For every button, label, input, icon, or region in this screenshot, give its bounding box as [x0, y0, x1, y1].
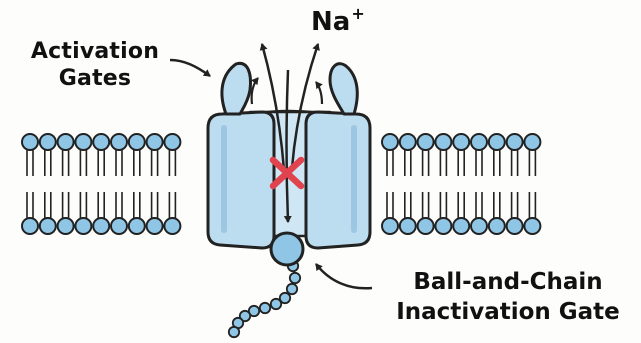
lipid-pair — [40, 134, 56, 234]
ion-label: Na+ — [311, 6, 365, 35]
lipid-head — [111, 134, 127, 150]
lipid-head — [58, 218, 74, 234]
channel-subunit-left — [208, 112, 274, 248]
lipid-pair — [489, 134, 505, 234]
lipid-head — [58, 134, 74, 150]
activation-gates-label-line2: Gates — [10, 68, 180, 90]
inactivation-chain — [229, 261, 300, 337]
channel-protein — [208, 111, 370, 248]
lipid-pair — [58, 134, 74, 234]
lipid-pair — [22, 134, 38, 234]
lipid-head — [22, 218, 38, 234]
activation-gate-right — [330, 64, 357, 114]
lipid-head — [147, 218, 163, 234]
lipid-head — [400, 134, 416, 150]
lipid-head — [93, 218, 109, 234]
activation-gates-label: Activation Gates — [10, 41, 180, 90]
lipid-head — [418, 134, 434, 150]
lipid-head — [453, 134, 469, 150]
lipid-head — [507, 134, 523, 150]
lipid-pair — [93, 134, 109, 234]
lipid-pair — [453, 134, 469, 234]
lipid-pair — [471, 134, 487, 234]
lipid-head — [489, 134, 505, 150]
gate-open-arrow-left — [252, 78, 258, 104]
lipid-pair — [507, 134, 523, 234]
inactivation-gate-label-line2: Inactivation Gate — [380, 301, 636, 324]
ion-symbol: Na — [311, 7, 350, 37]
inactivation-ball — [271, 233, 303, 265]
inactivation-gate-label: Ball-and-Chain Inactivation Gate — [380, 271, 636, 324]
ion-charge: + — [351, 4, 364, 23]
lipid-pair — [75, 134, 91, 234]
lipid-pair — [147, 134, 163, 234]
lipid-pair — [400, 134, 416, 234]
lipid-head — [111, 218, 127, 234]
lipid-head — [75, 218, 91, 234]
activation-gate-left — [222, 63, 251, 114]
lipid-head — [418, 218, 434, 234]
lipid-head — [129, 134, 145, 150]
lipid-head — [40, 134, 56, 150]
lipid-head — [75, 134, 91, 150]
lipid-head — [382, 218, 398, 234]
lipid-pair — [164, 134, 180, 234]
lipid-pair — [524, 134, 540, 234]
lipid-head — [435, 134, 451, 150]
gate-open-arrow-right — [316, 82, 322, 104]
lipid-head — [507, 218, 523, 234]
activation-gates — [222, 63, 357, 114]
lipid-pair — [111, 134, 127, 234]
lipid-head — [489, 218, 505, 234]
inactivation-gate-label-line1: Ball-and-Chain — [413, 269, 602, 295]
lipid-head — [524, 218, 540, 234]
lipid-head — [471, 218, 487, 234]
chain-bead — [271, 299, 281, 309]
lipid-head — [40, 218, 56, 234]
lipid-head — [147, 134, 163, 150]
membrane-bilayer-right — [382, 134, 540, 234]
lipid-pair — [435, 134, 451, 234]
chain-bead — [260, 303, 270, 313]
chain-bead — [290, 273, 300, 283]
lipid-head — [382, 134, 398, 150]
chain-bead — [229, 327, 239, 337]
lipid-head — [129, 218, 145, 234]
lipid-head — [93, 134, 109, 150]
lipid-head — [471, 134, 487, 150]
lipid-pair — [129, 134, 145, 234]
lipid-head — [400, 218, 416, 234]
channel-subunit-right — [306, 112, 370, 248]
lipid-head — [435, 218, 451, 234]
lipid-pair — [418, 134, 434, 234]
lipid-head — [164, 218, 180, 234]
lipid-head — [164, 134, 180, 150]
activation-gates-label-line1: Activation — [31, 39, 159, 64]
ball-leader-arrow — [316, 264, 372, 288]
lipid-head — [453, 218, 469, 234]
lipid-head — [22, 134, 38, 150]
lipid-pair — [382, 134, 398, 234]
membrane-bilayer-left — [22, 134, 180, 234]
lipid-head — [524, 134, 540, 150]
chain-bead — [287, 284, 297, 294]
